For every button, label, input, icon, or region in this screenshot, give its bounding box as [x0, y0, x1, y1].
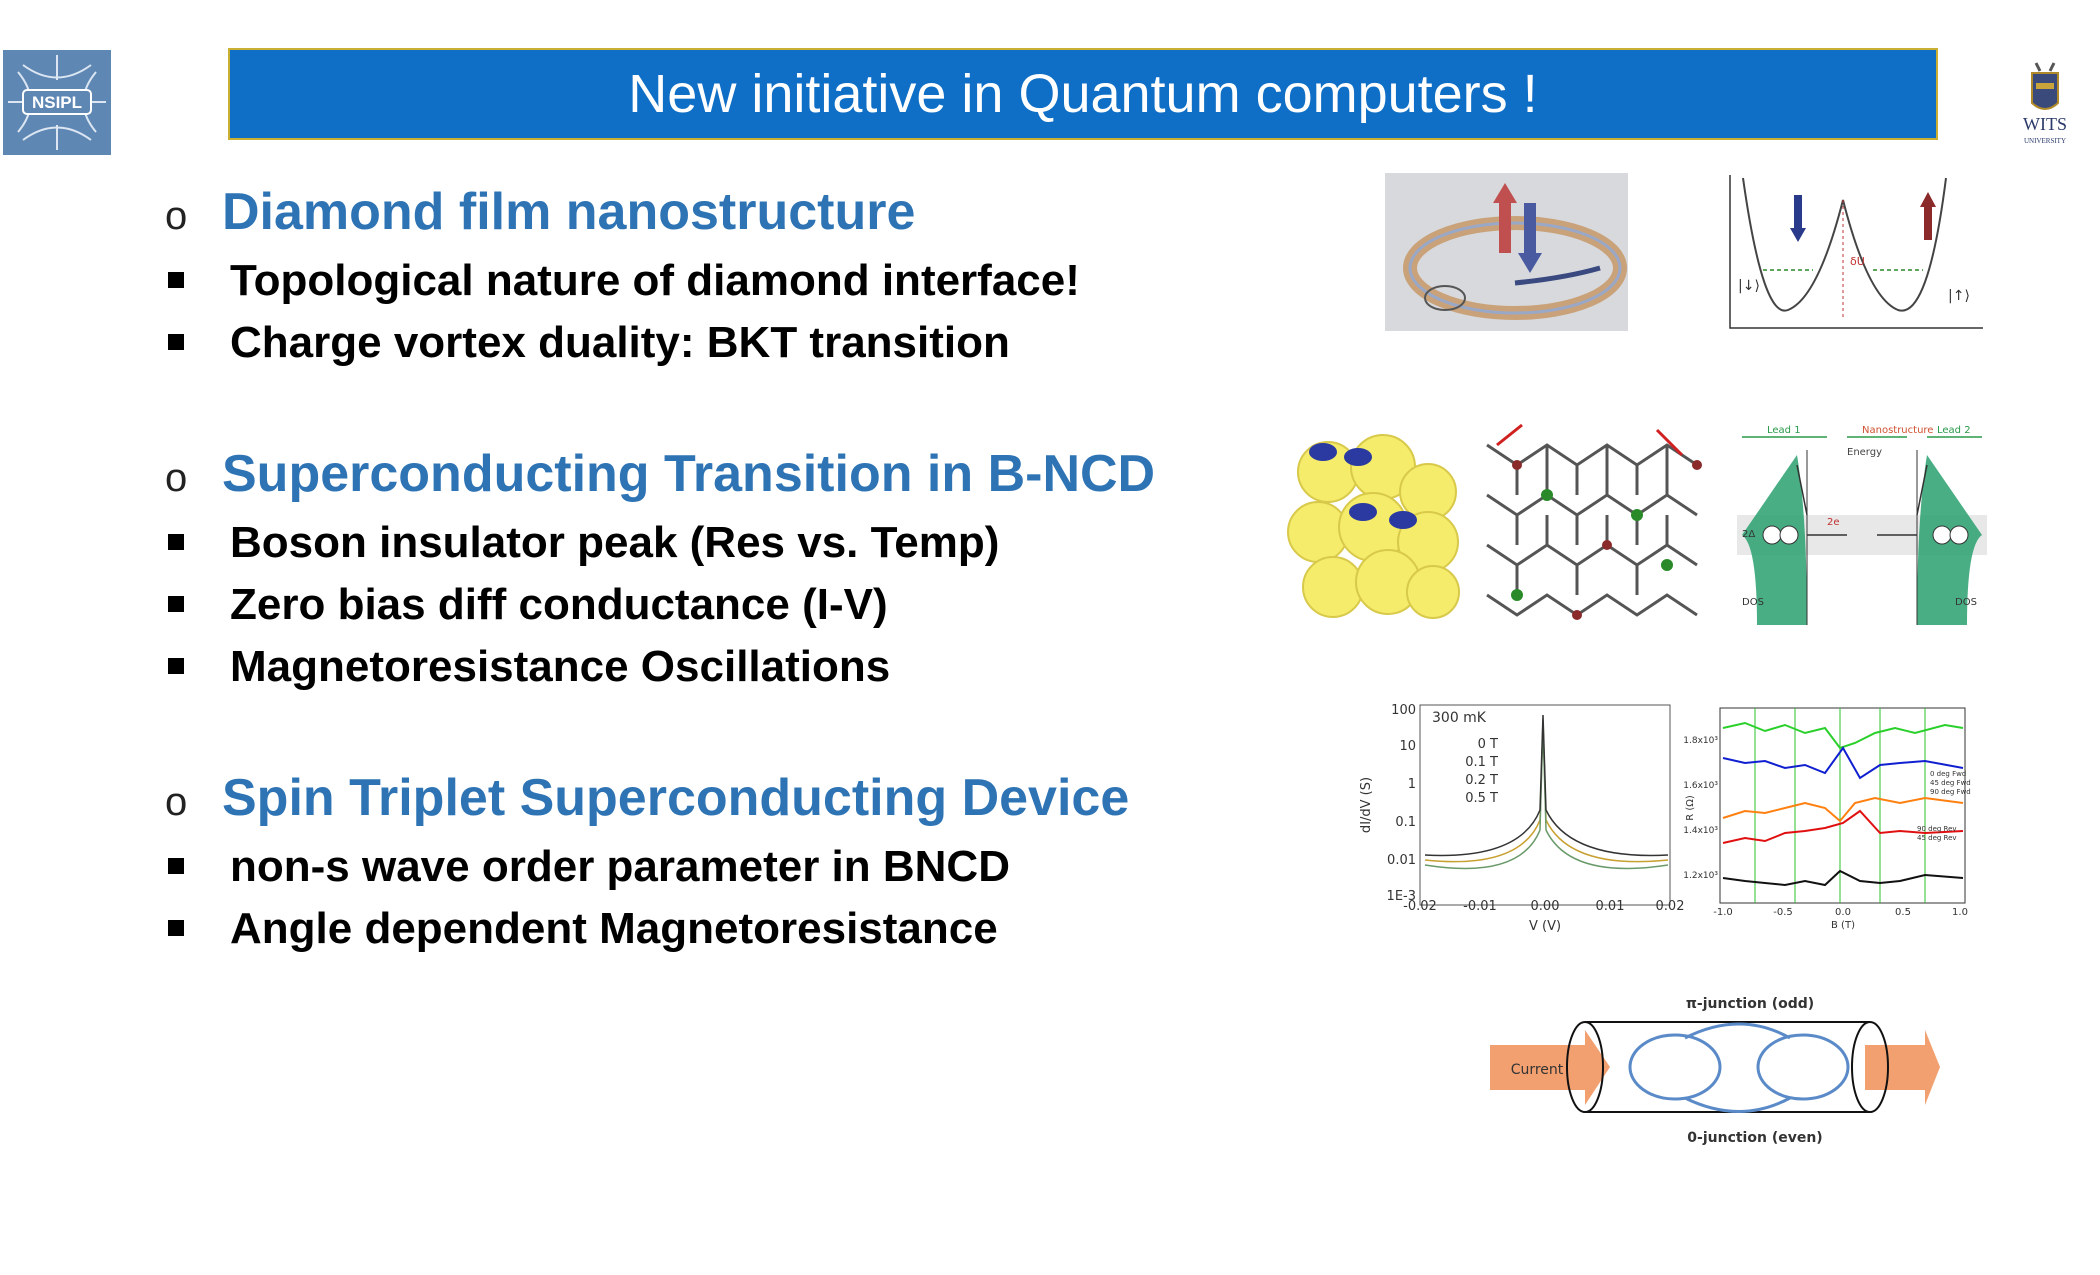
plot1-ylabel: dI/dV (S)	[1359, 777, 1374, 833]
plot2-xtick: 1.0	[1952, 907, 1968, 918]
plot1-xtick: 0.01	[1596, 899, 1625, 914]
plot2-legend: 90 deg Fwd	[1930, 788, 1971, 796]
plot1-xlabel: V (V)	[1529, 919, 1561, 934]
wits-logo-text: WITS	[2023, 114, 2067, 134]
nsipl-logo-text: NSIPL	[32, 93, 82, 112]
plot1-ytick: 10	[1399, 739, 1416, 754]
plot1-legend: 0.5 T	[1465, 791, 1498, 806]
double-well-left-state: |↓⟩	[1738, 278, 1760, 294]
plot1-legend: 0.1 T	[1465, 755, 1498, 770]
plot1-annotation: 300 mK	[1432, 710, 1487, 726]
list-item: Zero bias diff conductance (I-V)	[168, 580, 888, 629]
plot2-ylabel: R (Ω)	[1685, 795, 1696, 821]
junction-dos-left: DOS	[1742, 597, 1764, 608]
junction-dos-right: DOS	[1955, 597, 1977, 608]
plot1-xtick: 0.02	[1656, 899, 1685, 914]
double-well-figure: |↓⟩ |↑⟩ δU	[1718, 170, 1990, 340]
plot1-legend: 0.2 T	[1465, 773, 1498, 788]
plot1-xtick: 0.00	[1531, 899, 1560, 914]
device-bottom-label: 0-junction (even)	[1687, 1130, 1822, 1146]
wits-logo: WITS UNIVERSITY	[2010, 55, 2080, 150]
vortex-ring-figure	[1385, 173, 1628, 331]
plot1-legend: 0 T	[1478, 737, 1498, 752]
plot1-ytick: 0.01	[1387, 853, 1416, 868]
list-item: Topological nature of diamond interface!	[168, 256, 1080, 305]
device-current-label: Current	[1511, 1062, 1564, 1078]
plot2-legend: 45 deg Fwd	[1930, 779, 1971, 787]
slide-title: New initiative in Quantum computers !	[228, 48, 1938, 140]
section-bullet: o	[165, 194, 188, 238]
junction-2e-label: 2e	[1827, 517, 1840, 528]
plot1-xtick: -0.01	[1463, 899, 1497, 914]
plot2-xtick: -0.5	[1773, 907, 1793, 918]
junction-2delta-label: 2Δ	[1742, 529, 1755, 540]
plot1-ytick: 1E-3	[1387, 889, 1416, 904]
plot1-ytick: 0.1	[1395, 815, 1416, 830]
junction-nano-label: Nanostructure	[1862, 425, 1933, 436]
plot2-xlabel: B (T)	[1831, 920, 1855, 931]
magnetoresistance-plot: 1.8x10³ 1.6x10³ 1.4x10³ 1.2x10³ -1.0 -0.…	[1683, 707, 1971, 931]
double-well-barrier-label: δU	[1850, 255, 1865, 268]
device-top-label: π-junction (odd)	[1686, 996, 1814, 1012]
plot2-xtick: 0.5	[1895, 907, 1911, 918]
plot2-legend: 45 deg Rev	[1917, 834, 1957, 842]
plot2-ytick: 1.2x10³	[1683, 871, 1718, 881]
list-item: Charge vortex duality: BKT transition	[168, 318, 1010, 367]
plot2-xtick: 0.0	[1835, 907, 1851, 918]
plot1-xtick: -0.02	[1403, 899, 1437, 914]
nsipl-logo: NSIPL	[3, 50, 111, 155]
plot2-legend: 90 deg Rev	[1917, 825, 1957, 833]
diamond-lattice-figure	[1486, 423, 1702, 620]
plot1-ytick: 1	[1408, 777, 1416, 792]
plot1-ytick: 100	[1391, 703, 1416, 718]
section-heading: Spin Triplet Superconducting Device	[222, 769, 1130, 827]
section-bullet: o	[165, 456, 188, 500]
plot2-ytick: 1.8x10³	[1683, 736, 1718, 746]
list-item: Angle dependent Magnetoresistance	[168, 904, 998, 953]
plot2-ytick: 1.6x10³	[1683, 781, 1718, 791]
spin-device-figure: π-junction (odd) 0-junction (even) Curre…	[1490, 996, 1940, 1146]
plot2-ytick: 1.4x10³	[1683, 826, 1718, 836]
section-heading: Diamond film nanostructure	[222, 183, 916, 241]
junction-energy-label: Energy	[1847, 447, 1882, 458]
section-bullet: o	[165, 780, 188, 824]
list-item: Boson insulator peak (Res vs. Temp)	[167, 518, 1000, 567]
junction-lead1-label: Lead 1	[1767, 425, 1801, 436]
didv-plot: 300 mK 100 10 1 0.1 0.01 1E-3 -0.02 -0.0…	[1359, 703, 1684, 934]
junction-diagram-figure: Lead 1 Nanostructure Lead 2 Energy 2e 2Δ…	[1737, 425, 1987, 625]
plot2-legend: 0 deg Fwd	[1930, 770, 1966, 778]
list-item: non-s wave order parameter in BNCD	[168, 842, 1010, 891]
list-item: Magnetoresistance Oscillations	[167, 642, 891, 691]
double-well-right-state: |↑⟩	[1948, 288, 1970, 304]
grain-cluster-figure	[1287, 434, 1460, 619]
wits-logo-subtext: UNIVERSITY	[2024, 137, 2066, 145]
plot2-xtick: -1.0	[1713, 907, 1733, 918]
junction-lead2-label: Lead 2	[1937, 425, 1971, 436]
section-heading: Superconducting Transition in B-NCD	[222, 445, 1156, 503]
